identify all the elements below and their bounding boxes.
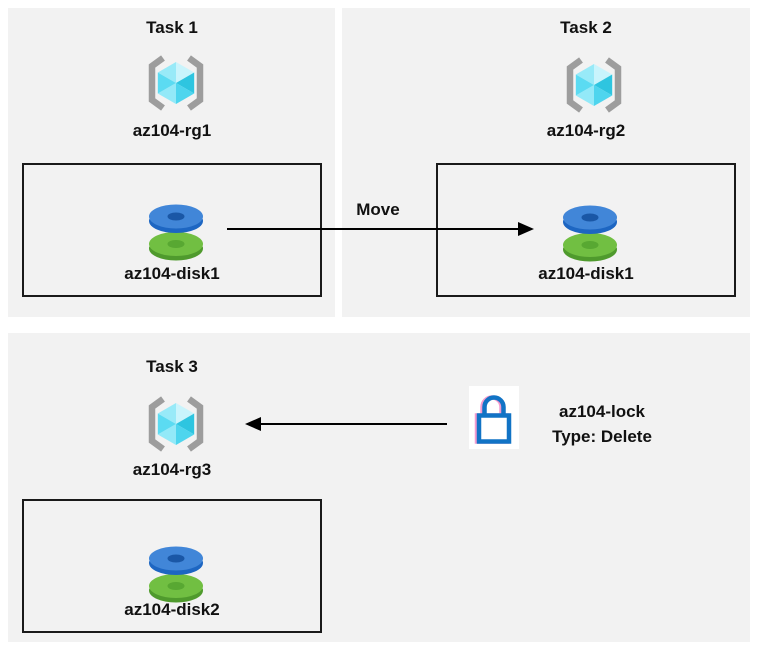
lock-tile xyxy=(469,386,519,449)
resource-group-icon xyxy=(144,394,208,454)
task2-title: Task 2 xyxy=(560,18,612,37)
disk-box: az104-disk2 xyxy=(22,499,322,633)
task1-title: Task 1 xyxy=(146,18,198,37)
task3-title: Task 3 xyxy=(146,357,198,376)
resource-group-label: az104-rg1 xyxy=(132,121,212,140)
lock-icon xyxy=(476,395,512,444)
lock-type: Type: Delete xyxy=(552,427,652,446)
move-arrow xyxy=(227,222,534,236)
task3-panel: Task 3 az104-rg3 xyxy=(8,333,750,642)
disk-label: az104-disk2 xyxy=(124,600,220,619)
lock-caption: az104-lock Type: Delete xyxy=(522,399,682,449)
resource-group-label: az104-rg2 xyxy=(546,121,626,140)
disk-icon xyxy=(561,202,619,264)
lock-arrow xyxy=(245,417,447,431)
disk-label: az104-disk1 xyxy=(538,264,634,283)
resource-group-label: az104-rg3 xyxy=(132,460,212,479)
disk-label: az104-disk1 xyxy=(124,264,220,283)
disk-icon xyxy=(147,201,205,263)
resource-group-icon xyxy=(562,55,626,115)
move-arrow-label: Move xyxy=(356,200,400,219)
disk-icon xyxy=(147,543,205,605)
lock-name: az104-lock xyxy=(559,402,645,421)
task1-panel: Task 1 az104-rg1 xyxy=(8,8,335,317)
resource-group-icon xyxy=(144,53,208,113)
disk-box: az104-disk1 xyxy=(22,163,322,297)
task2-panel: Task 2 az104-rg2 xyxy=(342,8,750,317)
